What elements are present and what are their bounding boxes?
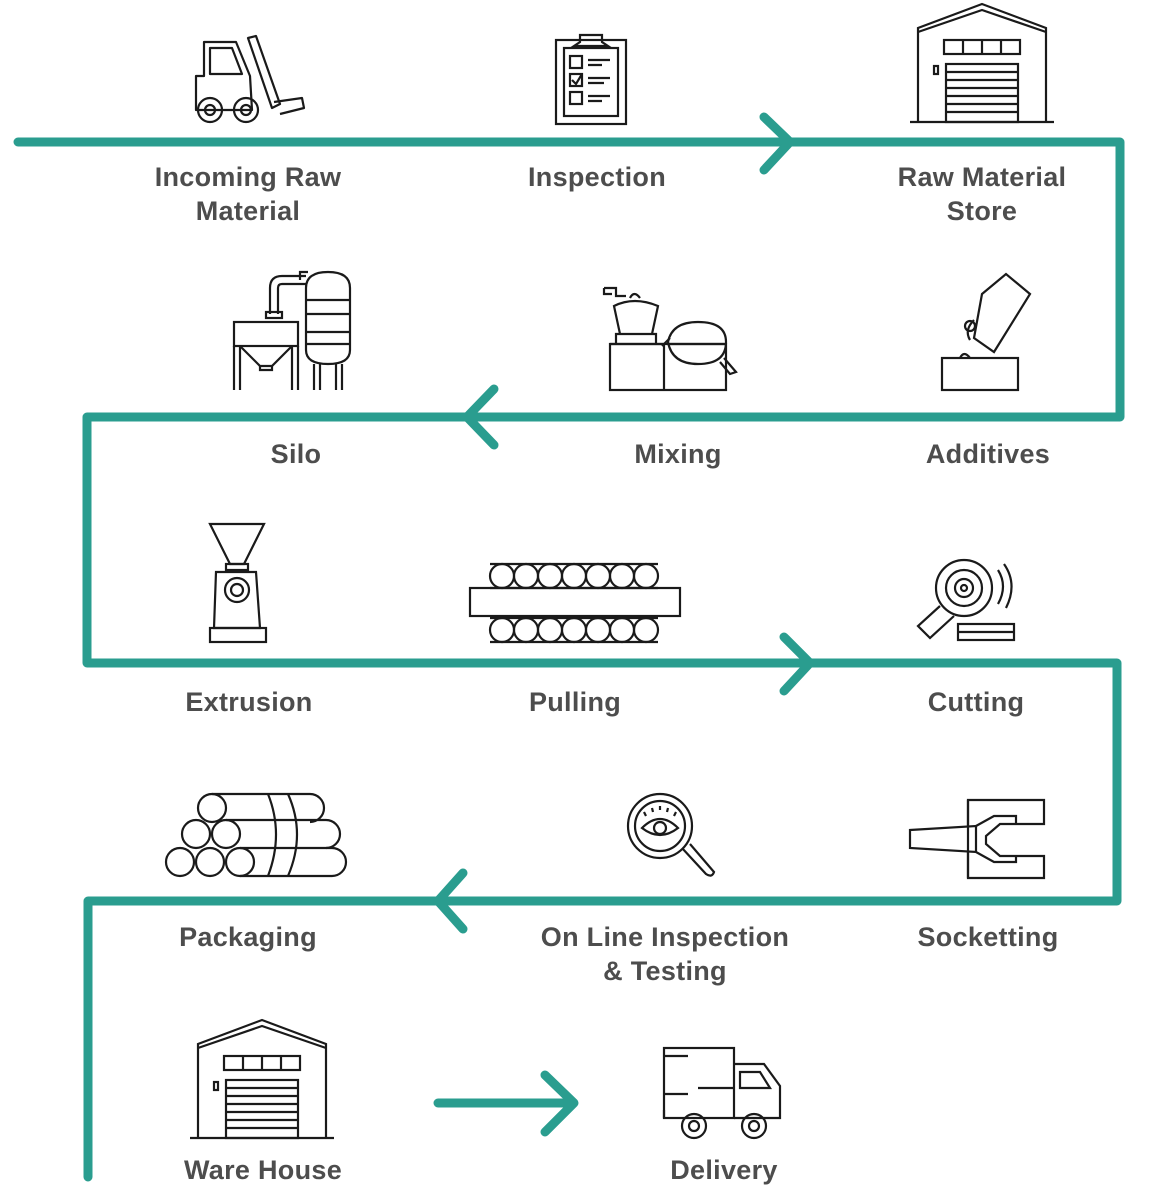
arrow-right-icon <box>433 1070 579 1137</box>
warehouse-icon <box>910 2 1054 124</box>
arrow-left-icon <box>462 384 499 450</box>
label-line: Inspection <box>527 162 666 192</box>
step-label-online-inspection: On Line Inspection & Testing <box>505 920 825 988</box>
label-line: Delivery <box>670 1155 778 1185</box>
label-line: Cutting <box>927 687 1025 717</box>
step-label-warehouse: Ware House <box>103 1153 423 1187</box>
magnifier-eye-icon <box>626 792 716 877</box>
step-label-silo: Silo <box>136 437 456 471</box>
label-line: Socketting <box>917 922 1059 952</box>
additive-pour-icon <box>940 272 1032 392</box>
step-label-additives: Additives <box>828 437 1148 471</box>
label-line: & Testing <box>603 956 727 986</box>
label-line: Mixing <box>634 439 722 469</box>
step-label-extrusion: Extrusion <box>89 685 409 719</box>
step-label-raw-material-store: Raw Material Store <box>822 160 1142 228</box>
mixer-machine-icon <box>602 286 738 392</box>
step-label-packaging: Packaging <box>88 920 408 954</box>
step-label-pulling: Pulling <box>415 685 735 719</box>
extruder-icon <box>208 522 268 644</box>
label-line: Material <box>195 196 301 226</box>
step-label-inspection: Inspection <box>437 160 757 194</box>
pipe-bundle-icon <box>164 792 348 878</box>
label-line: Silo <box>270 439 322 469</box>
warehouse-icon <box>190 1018 334 1140</box>
label-line: On Line Inspection <box>540 922 790 952</box>
flow-path <box>13 137 1125 1182</box>
label-line: Ware House <box>183 1155 343 1185</box>
arrow-left-icon <box>433 868 468 934</box>
label-line: Incoming Raw <box>154 162 342 192</box>
forklift-icon <box>194 34 306 124</box>
label-line: Packaging <box>179 922 317 952</box>
puller-rollers-icon <box>468 562 682 644</box>
label-line: Pulling <box>528 687 622 717</box>
arrow-right-icon <box>759 112 795 175</box>
socket-mold-icon <box>908 798 1046 880</box>
delivery-truck-icon <box>662 1046 782 1140</box>
step-label-delivery: Delivery <box>564 1153 884 1187</box>
label-line: Store <box>946 196 1018 226</box>
label-line: Additives <box>925 439 1051 469</box>
arrow-right-icon <box>779 632 815 696</box>
clipboard-checklist-icon <box>554 33 628 126</box>
step-label-socketting: Socketting <box>828 920 1148 954</box>
step-label-incoming-raw-material: Incoming Raw Material <box>88 160 408 228</box>
cutting-saw-icon <box>916 558 1016 642</box>
step-label-mixing: Mixing <box>518 437 838 471</box>
silo-icon <box>232 270 352 390</box>
label-line: Raw Material <box>897 162 1067 192</box>
step-label-cutting: Cutting <box>816 685 1136 719</box>
label-line: Extrusion <box>185 687 313 717</box>
